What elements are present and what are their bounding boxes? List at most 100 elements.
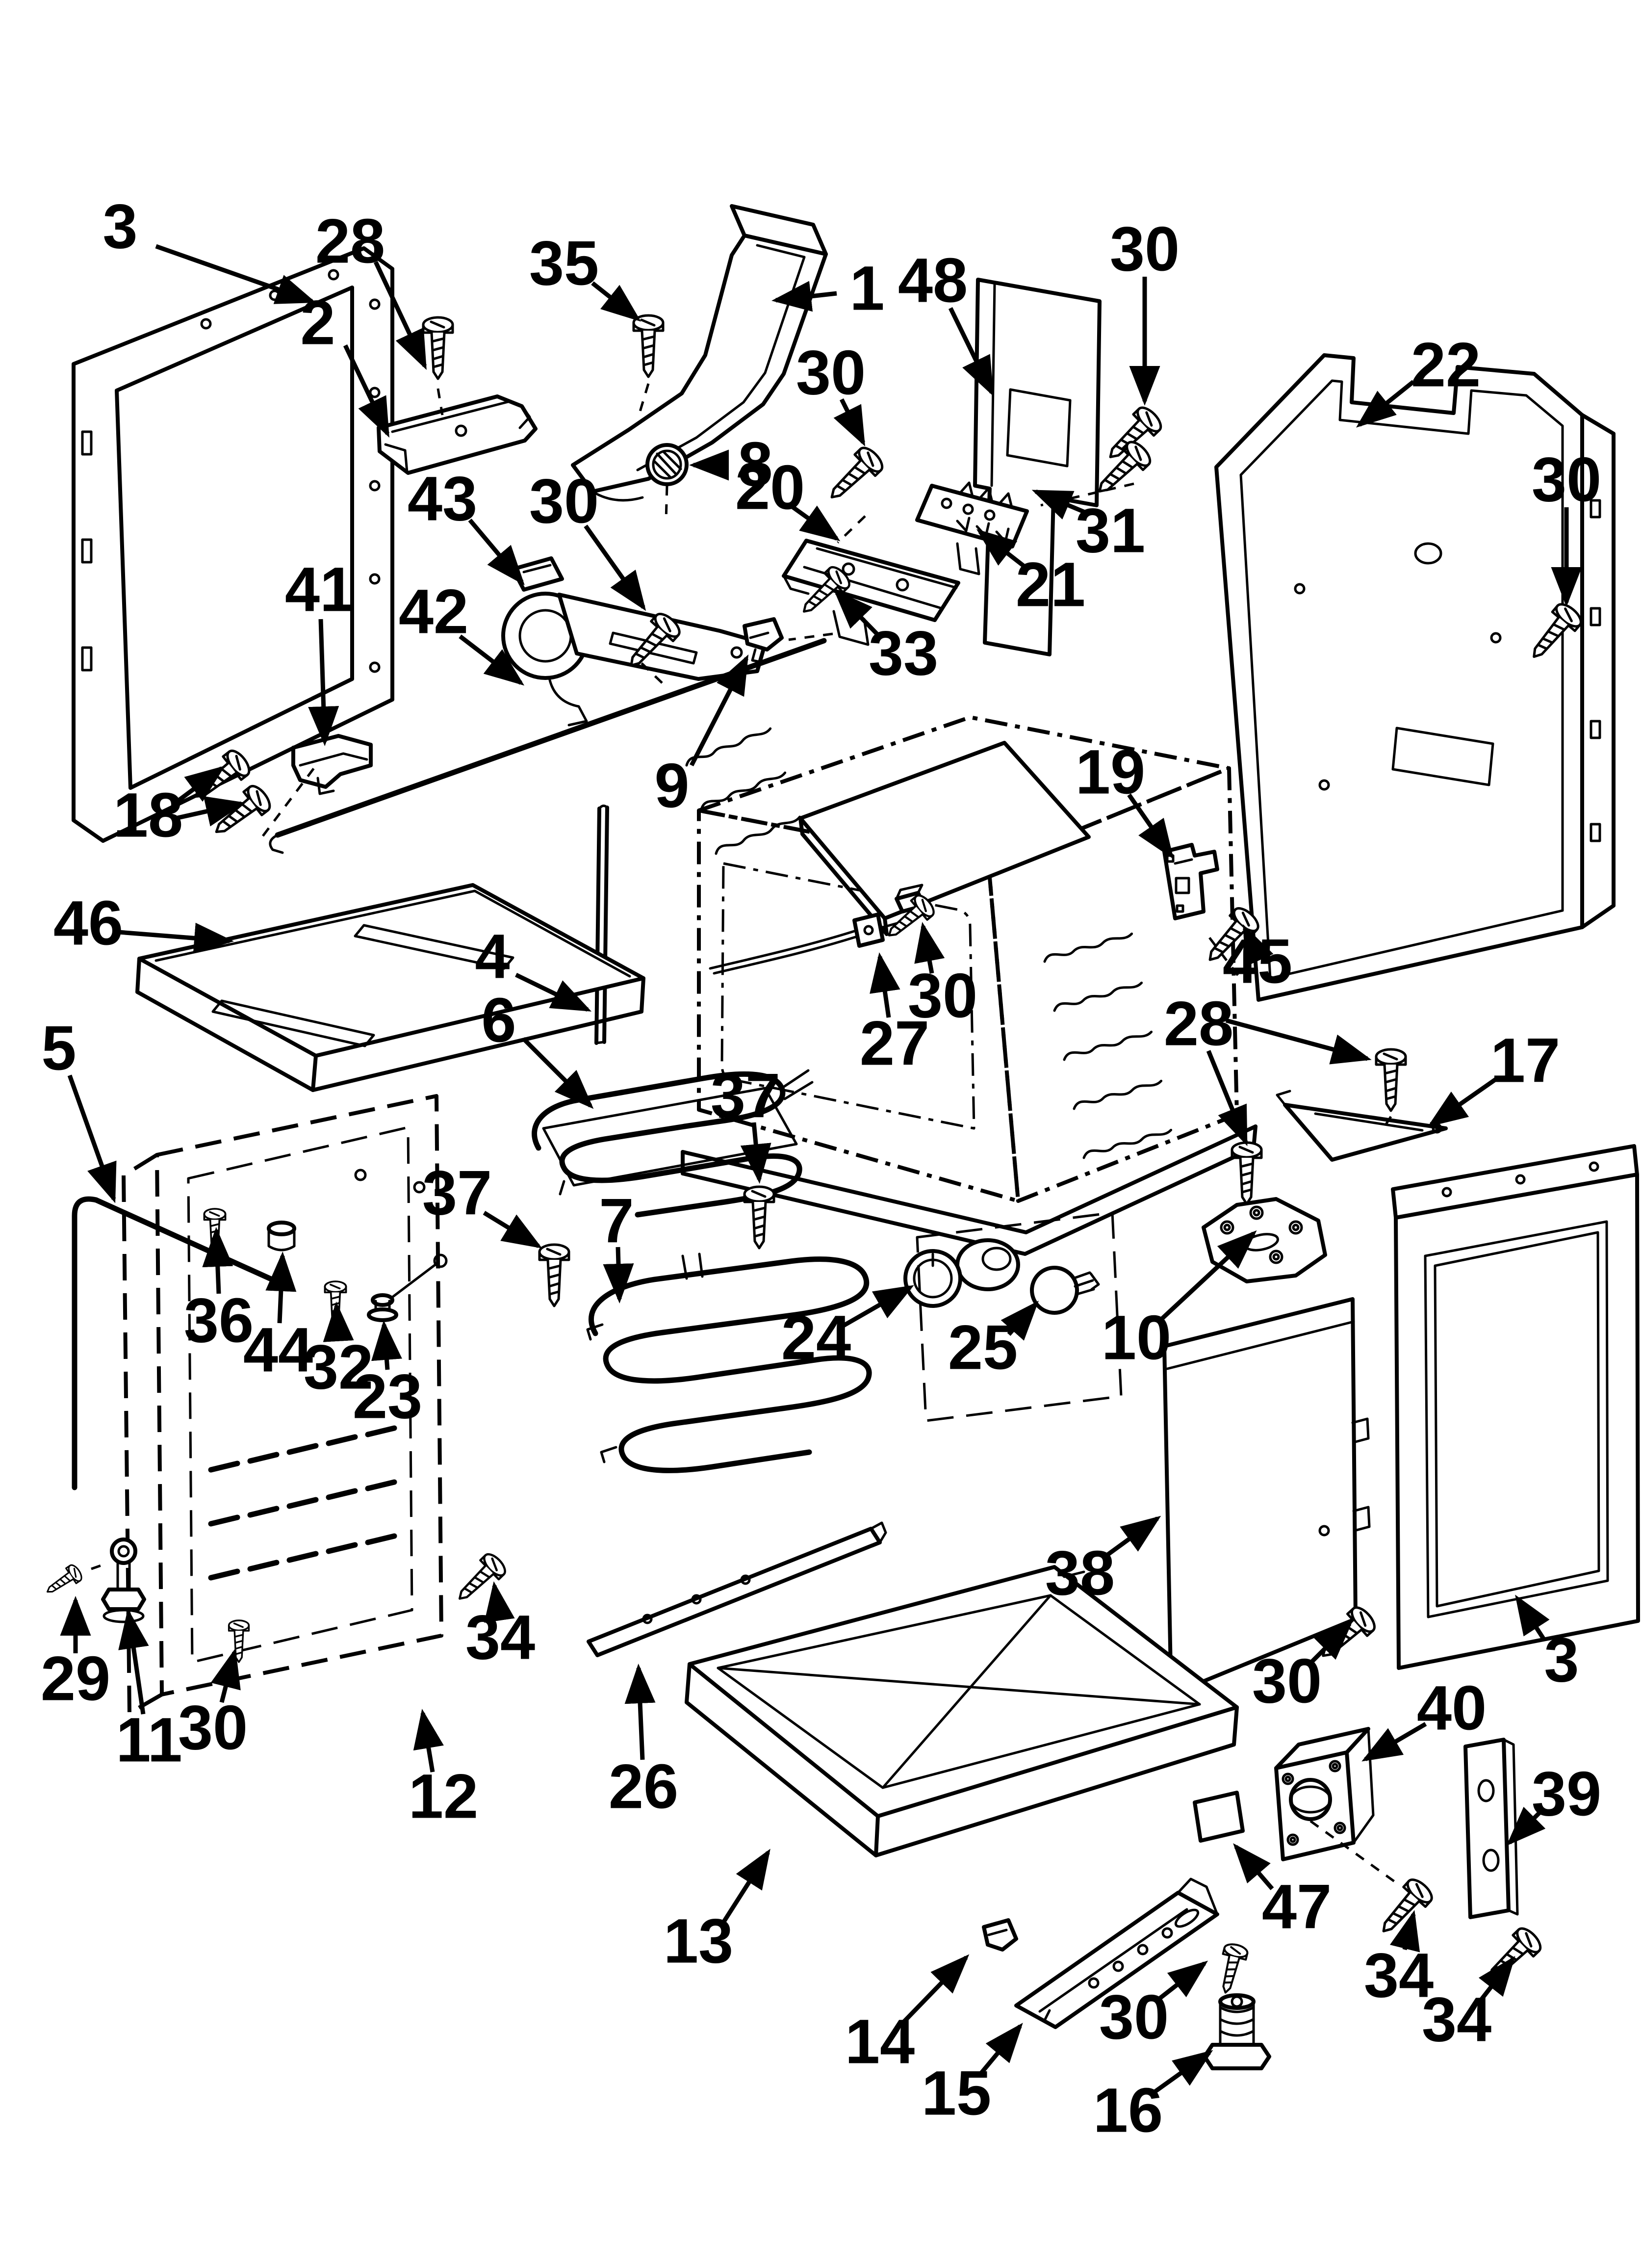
callout-label: 30 bbox=[1252, 1646, 1322, 1717]
part-spacer-44 bbox=[267, 1221, 296, 1251]
callout-16: 16 bbox=[1093, 2050, 1213, 2146]
callout-arrow bbox=[1356, 380, 1415, 428]
part-side-panel-left bbox=[72, 246, 394, 843]
callout-label: 13 bbox=[664, 1906, 733, 1977]
callout-arrow bbox=[790, 504, 841, 542]
part-pad-47 bbox=[1193, 1791, 1245, 1843]
callout-label: 30 bbox=[1532, 445, 1601, 515]
callout-label: 37 bbox=[422, 1158, 492, 1228]
callout-arrow bbox=[308, 619, 339, 746]
callout-label: 34 bbox=[465, 1603, 535, 1673]
callout-label: 48 bbox=[898, 246, 968, 316]
callout-3: 3 bbox=[1515, 1594, 1579, 1695]
callout-label: 30 bbox=[178, 1693, 248, 1763]
callout-label: 2 bbox=[300, 288, 335, 358]
callout-arrow bbox=[413, 1709, 444, 1773]
callout-arrow bbox=[1151, 2050, 1213, 2095]
callout-arrow bbox=[1506, 1806, 1546, 1846]
part-drawer-base-13 bbox=[685, 1565, 1239, 1857]
part-leveling-leg-11 bbox=[101, 1538, 146, 1623]
callout-arrow bbox=[591, 281, 641, 322]
callout-9: 9 bbox=[654, 654, 749, 821]
screw-28-brace-a bbox=[1376, 1049, 1406, 1111]
screw-37-b bbox=[539, 1245, 569, 1306]
callout-15: 15 bbox=[922, 2023, 1023, 2129]
callout-label: 8 bbox=[738, 430, 772, 500]
callout-label: 47 bbox=[1262, 1872, 1332, 1942]
callout-label: 4 bbox=[475, 922, 510, 992]
callout-4: 4 bbox=[475, 922, 592, 1012]
callout-label: 21 bbox=[1016, 550, 1085, 620]
part-glide-15 bbox=[1014, 1877, 1219, 2029]
callout-label: 46 bbox=[53, 888, 123, 959]
part-bracket-2 bbox=[377, 394, 538, 475]
callout-arrow bbox=[976, 529, 1026, 568]
callout-35: 35 bbox=[529, 229, 641, 322]
callout-11: 11 bbox=[116, 1609, 182, 1775]
part-brace-17 bbox=[1276, 1090, 1448, 1162]
callout-arrow bbox=[521, 1037, 594, 1109]
callout-arrow bbox=[265, 1251, 297, 1324]
part-bulb-25 bbox=[1030, 1266, 1100, 1315]
callout-arrow bbox=[371, 1320, 402, 1370]
callout-34: 34 bbox=[1422, 1955, 1515, 2055]
callout-arrow bbox=[515, 972, 592, 1012]
callout-label: 38 bbox=[1045, 1538, 1115, 1609]
callout-label: 32 bbox=[304, 1332, 373, 1403]
callout-26: 26 bbox=[609, 1664, 678, 1822]
callout-label: 42 bbox=[399, 577, 468, 647]
callout-arrow bbox=[1001, 1301, 1039, 1341]
callout-30: 30 bbox=[908, 922, 977, 1031]
callout-arrow bbox=[1427, 1076, 1499, 1127]
callout-30: 30 bbox=[1099, 1960, 1208, 2053]
callout-38: 38 bbox=[1045, 1515, 1161, 1609]
callout-label: 41 bbox=[285, 555, 355, 625]
callout-46: 46 bbox=[53, 888, 234, 959]
callout-39: 39 bbox=[1506, 1759, 1601, 1846]
callout-arrow bbox=[870, 952, 900, 1018]
callout-label: 16 bbox=[1093, 2076, 1163, 2146]
callout-arrow bbox=[740, 1122, 771, 1184]
callout-label: 36 bbox=[184, 1286, 254, 1356]
callout-37: 37 bbox=[711, 1061, 780, 1184]
callout-label: 45 bbox=[1223, 927, 1292, 997]
callout-arrow bbox=[323, 1302, 354, 1342]
callout-label: 39 bbox=[1532, 1759, 1601, 1829]
callout-label: 30 bbox=[796, 338, 866, 408]
callout-arrow bbox=[914, 922, 945, 974]
callout-30: 30 bbox=[1532, 445, 1601, 607]
callout-arrow bbox=[624, 1664, 656, 1760]
lamp-kit-dashed-box bbox=[916, 1211, 1123, 1422]
part-clip-9 bbox=[743, 617, 784, 664]
callout-arrow bbox=[67, 1074, 117, 1203]
callout-34: 34 bbox=[465, 1581, 535, 1673]
callout-arrow bbox=[483, 1211, 542, 1249]
part-spacer-40 bbox=[1274, 1727, 1375, 1861]
callout-arrow bbox=[833, 398, 866, 447]
callout-44: 44 bbox=[243, 1251, 313, 1385]
callout-arrow bbox=[1225, 1018, 1372, 1065]
callout-arrow bbox=[1242, 924, 1274, 967]
callout-25: 25 bbox=[948, 1301, 1039, 1383]
callout-27: 27 bbox=[860, 952, 929, 1079]
callout-arrow bbox=[771, 281, 837, 312]
callout-label: 27 bbox=[860, 1009, 929, 1079]
callout-14: 14 bbox=[845, 1954, 970, 2077]
screw-28-top bbox=[423, 317, 453, 379]
screw-34-right bbox=[1480, 1925, 1544, 1988]
callout-arrow bbox=[155, 244, 316, 304]
part-latch-19 bbox=[1162, 843, 1219, 920]
callout-label: 7 bbox=[599, 1186, 634, 1256]
part-vent-duct-1 bbox=[571, 204, 828, 502]
part-leveling-leg-16 bbox=[1203, 1993, 1271, 2070]
callout-arrow bbox=[484, 1581, 515, 1623]
callout-1: 1 bbox=[771, 254, 885, 324]
callout-arrow bbox=[1206, 1050, 1248, 1147]
callout-label: 25 bbox=[948, 1313, 1018, 1383]
callout-arrow bbox=[1233, 1843, 1274, 1890]
callout-30: 30 bbox=[1110, 214, 1180, 406]
callout-label: 3 bbox=[103, 192, 137, 262]
callout-label: 30 bbox=[1110, 214, 1180, 285]
